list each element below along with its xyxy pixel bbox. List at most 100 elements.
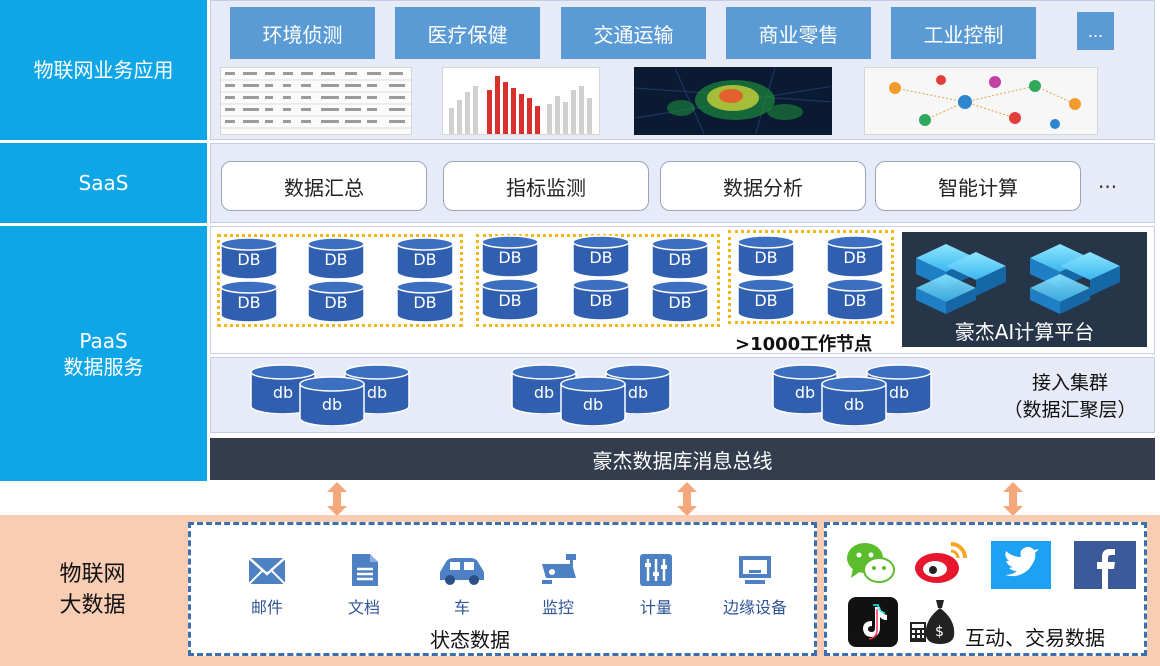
- db-label: DB: [843, 248, 867, 267]
- facebook-icon[interactable]: [1074, 541, 1136, 589]
- money-bag-icon[interactable]: $: [906, 594, 958, 646]
- db-label: DB: [324, 250, 348, 269]
- database-icon: [560, 376, 626, 427]
- db-cylinder: DB: [651, 237, 709, 280]
- access-cluster-label: 接入集群 （数据汇聚层）: [1003, 372, 1137, 421]
- database-icon: [299, 376, 365, 427]
- database-icon: [511, 364, 577, 415]
- table-thumbnail: [220, 67, 412, 135]
- cluster-db-cylinder: db: [511, 364, 577, 415]
- database-icon: [572, 235, 630, 278]
- db-label: DB: [589, 291, 613, 310]
- db-cylinder: DB: [481, 278, 539, 321]
- db-cylinder: DB: [396, 280, 454, 323]
- db-label: DB: [237, 293, 261, 312]
- layer-label-saas: SaaS: [0, 143, 207, 223]
- db-cylinder: DB: [481, 235, 539, 278]
- database-icon: [772, 364, 838, 415]
- tiktok-icon[interactable]: [848, 597, 898, 647]
- saas-button-aggregate[interactable]: 数据汇总: [221, 161, 427, 211]
- mail-icon: [248, 557, 286, 585]
- db-label: DB: [668, 293, 692, 312]
- db-label: db: [582, 395, 604, 414]
- heatmap-thumbnail: [634, 67, 832, 135]
- app-button-more[interactable]: ...: [1077, 12, 1114, 50]
- db-cylinder: DB: [220, 280, 278, 323]
- database-icon: [826, 278, 884, 321]
- status-data-box: [188, 522, 817, 656]
- db-group-1: [217, 234, 463, 327]
- db-label: DB: [498, 291, 522, 310]
- db-cylinder: DB: [651, 280, 709, 323]
- database-icon: [220, 237, 278, 280]
- database-icon: [396, 280, 454, 323]
- db-label: DB: [237, 250, 261, 269]
- db-group-3: [728, 230, 894, 324]
- status-item-metering[interactable]: 计量: [620, 552, 692, 618]
- app-button-environment[interactable]: 环境侦测: [230, 7, 375, 59]
- status-item-edge-device[interactable]: 边缘设备: [716, 552, 794, 618]
- db-label: db: [888, 383, 910, 402]
- database-icon: [651, 237, 709, 280]
- database-icon: [396, 237, 454, 280]
- status-item-car[interactable]: 车: [426, 552, 498, 618]
- bar-chart-thumbnail: [442, 67, 600, 135]
- app-button-transport[interactable]: 交通运输: [561, 7, 706, 59]
- app-button-industrial[interactable]: 工业控制: [891, 7, 1036, 59]
- ai-platform-panel: 豪杰AI计算平台: [902, 232, 1147, 347]
- status-item-label: 车: [453, 598, 470, 617]
- layer-label-iot-bigdata: 物联网 大数据: [59, 561, 126, 618]
- twitter-icon[interactable]: [991, 541, 1051, 589]
- db-cylinder: DB: [307, 280, 365, 323]
- wechat-icon[interactable]: [843, 538, 899, 588]
- status-item-label: 邮件: [250, 598, 283, 617]
- db-label: db: [321, 395, 343, 414]
- app-button-healthcare[interactable]: 医疗保健: [395, 7, 540, 59]
- db-cylinder: DB: [572, 235, 630, 278]
- status-item-surveillance[interactable]: 监控: [522, 552, 594, 618]
- db-label: db: [843, 395, 865, 414]
- double-arrow-icon: [1003, 482, 1023, 516]
- db-cylinder: DB: [737, 278, 795, 321]
- bus-arrows: [327, 482, 1023, 516]
- database-icon: [737, 278, 795, 321]
- database-icon: [821, 376, 887, 427]
- message-bus: 豪杰数据库消息总线: [210, 438, 1155, 480]
- saas-button-compute[interactable]: 智能计算: [875, 161, 1081, 211]
- status-data-caption: 状态数据: [430, 628, 510, 652]
- db-cylinder: DB: [572, 278, 630, 321]
- db-label: DB: [413, 250, 437, 269]
- db-label: DB: [843, 291, 867, 310]
- cluster-db-cylinder: db: [821, 376, 887, 427]
- db-label: DB: [589, 248, 613, 267]
- double-arrow-icon: [327, 482, 347, 516]
- svg-text:$: $: [935, 624, 944, 640]
- db-cylinder: DB: [396, 237, 454, 280]
- weibo-icon[interactable]: [913, 536, 969, 588]
- network-map-thumbnail: [864, 67, 1098, 135]
- db-cylinder: DB: [307, 237, 365, 280]
- status-item-label: 计量: [639, 598, 672, 617]
- db-label: db: [627, 383, 649, 402]
- db-label: db: [794, 383, 816, 402]
- saas-button-analysis[interactable]: 数据分析: [660, 161, 866, 211]
- status-item-label: 监控: [541, 598, 574, 617]
- status-item-document[interactable]: 文档: [328, 552, 400, 618]
- saas-button-monitoring[interactable]: 指标监测: [443, 161, 649, 211]
- db-label: db: [272, 383, 294, 402]
- car-icon: [440, 558, 484, 585]
- database-icon: [220, 280, 278, 323]
- layer-label-paas: PaaS 数据服务: [0, 226, 207, 481]
- cluster-db-cylinder: db: [250, 364, 316, 415]
- db-label: DB: [498, 248, 522, 267]
- server-cluster-icon: [916, 244, 1120, 314]
- db-cylinder: DB: [220, 237, 278, 280]
- status-item-mail[interactable]: 邮件: [231, 552, 303, 618]
- nodes-note: >1000工作节点: [735, 334, 873, 355]
- database-icon: [250, 364, 316, 415]
- db-cylinder: DB: [737, 235, 795, 278]
- cluster-db-cylinder: db: [560, 376, 626, 427]
- interaction-data-caption: 互动、交易数据: [965, 626, 1105, 650]
- app-button-retail[interactable]: 商业零售: [726, 7, 871, 59]
- db-label: db: [366, 383, 388, 402]
